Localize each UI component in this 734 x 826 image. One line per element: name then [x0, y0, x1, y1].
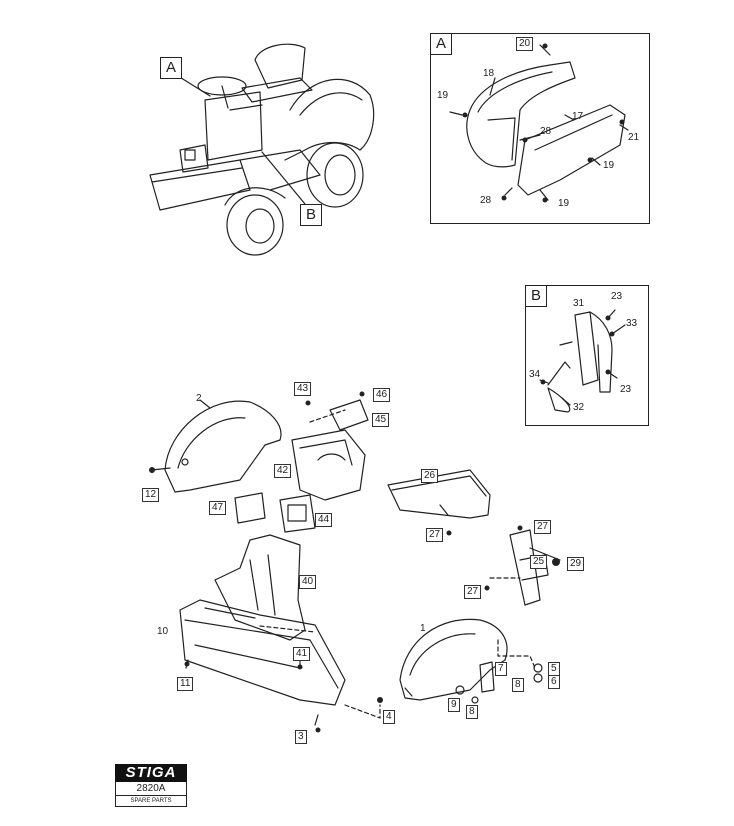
part-label-47: 47 [209, 501, 227, 515]
part-label-28: 28 [480, 195, 492, 206]
part-label-26: 26 [421, 469, 439, 483]
part-label-28: 28 [540, 126, 552, 137]
part-label-7: 7 [495, 662, 507, 676]
detail-a-drawing [449, 44, 629, 201]
part-label-17: 17 [572, 111, 584, 122]
part-label-8: 8 [512, 678, 524, 692]
part-label-46: 46 [373, 388, 391, 402]
part-label-42: 42 [274, 464, 292, 478]
part-label-6: 6 [548, 675, 560, 689]
part-label-21: 21 [628, 132, 640, 143]
part-label-32: 32 [573, 402, 585, 413]
part-label-27: 27 [426, 528, 444, 542]
part-label-19: 19 [437, 90, 449, 101]
part-label-44: 44 [315, 513, 333, 527]
part-label-45: 45 [372, 413, 390, 427]
detail-frame-b: B [525, 285, 649, 426]
detail-frame-a-tag: A [431, 34, 452, 55]
part-label-4: 4 [383, 710, 395, 724]
part-label-2: 2 [196, 393, 202, 404]
part-label-34: 34 [529, 369, 541, 380]
part-label-20: 20 [516, 37, 534, 51]
part-label-40: 40 [299, 575, 317, 589]
logo-subtitle: SPARE PARTS [115, 796, 187, 807]
part-label-25: 25 [530, 555, 548, 569]
part-label-5: 5 [548, 662, 560, 676]
part-label-23: 23 [611, 291, 623, 302]
part-label-33: 33 [626, 318, 638, 329]
main-exploded-drawing [151, 399, 561, 726]
part-label-19: 19 [558, 198, 570, 209]
part-label-12: 12 [142, 488, 160, 502]
part-label-23: 23 [620, 384, 632, 395]
part-label-11: 11 [177, 677, 194, 691]
detail-frame-a: A [430, 33, 650, 224]
logo-brand: STIGA [115, 764, 187, 782]
part-label-27: 27 [464, 585, 482, 599]
part-label-43: 43 [294, 382, 312, 396]
part-label-41: 41 [293, 647, 311, 661]
part-label-18: 18 [483, 68, 495, 79]
part-label-1: 1 [420, 623, 426, 634]
detail-frame-b-tag: B [526, 286, 547, 307]
fastener-markers [149, 43, 625, 733]
part-label-27: 27 [534, 520, 552, 534]
part-label-8: 8 [466, 705, 478, 719]
stiga-logo: STIGA 2820A SPARE PARTS [115, 764, 187, 807]
part-label-29: 29 [567, 557, 585, 571]
part-label-3: 3 [295, 730, 307, 744]
logo-code: 2820A [115, 782, 187, 796]
part-label-9: 9 [448, 698, 460, 712]
part-label-19: 19 [603, 160, 615, 171]
part-label-10: 10 [157, 626, 169, 637]
tractor-overview-drawing [149, 43, 375, 256]
callout-a: A [160, 57, 182, 79]
part-label-31: 31 [573, 298, 585, 309]
callout-b: B [300, 204, 322, 226]
